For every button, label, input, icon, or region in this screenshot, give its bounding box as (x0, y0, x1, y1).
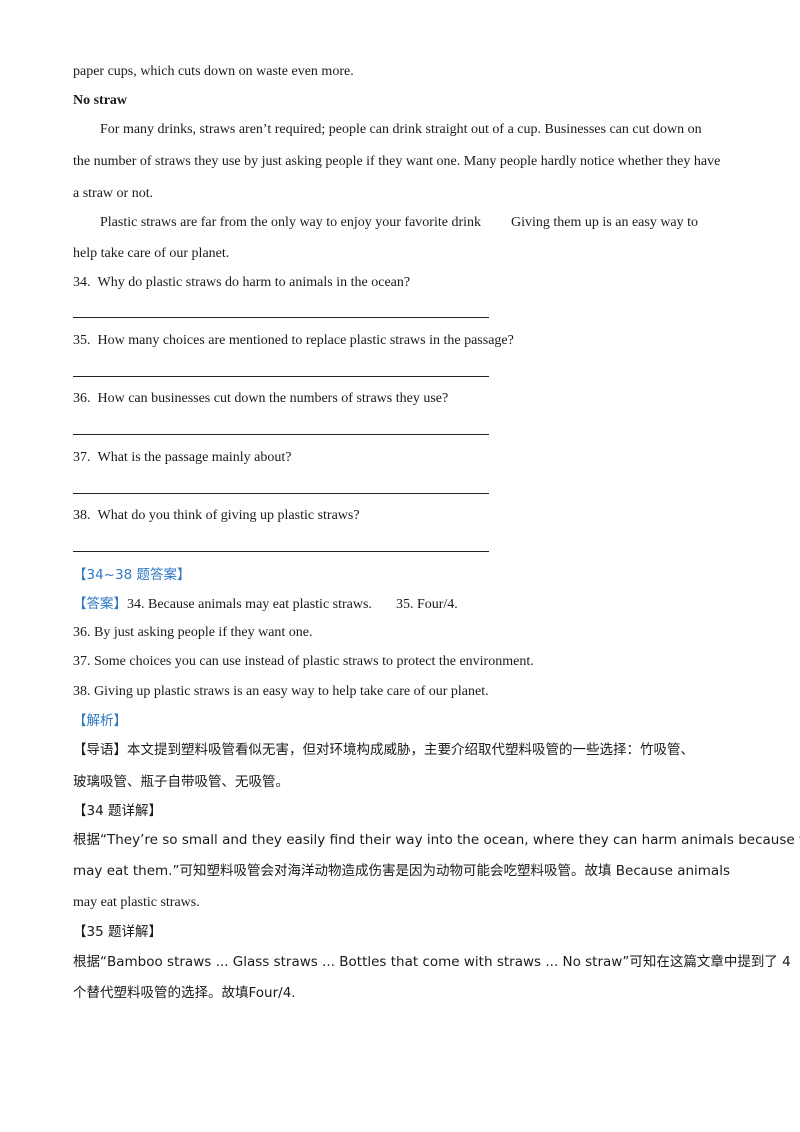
question-34: 34. Why do plastic straws do harm to ani… (73, 274, 733, 292)
answer-34: 34. Because animals may eat plastic stra… (127, 597, 372, 612)
passage-line: paper cups, which cuts down on waste eve… (73, 64, 354, 79)
question-text: How many choices are mentioned to replac… (97, 333, 514, 348)
detail-34-title: 【34 题详解】 (73, 803, 162, 819)
guide-line: 玻璃吸管、瓶子自带吸管、无吸管。 (73, 774, 289, 790)
answer-line-35[interactable] (73, 376, 489, 377)
answer-36: 36. By just asking people if they want o… (73, 625, 313, 640)
passage-line: the number of straws they use by just as… (73, 154, 721, 169)
answer-line-38[interactable] (73, 551, 489, 552)
answers-section-title: 【34~38 题答案】 (73, 567, 191, 583)
question-35: 35. How many choices are mentioned to re… (73, 332, 733, 350)
section-heading-no-straw: No straw (73, 93, 128, 108)
question-number: 35. (73, 333, 91, 348)
question-number: 37. (73, 450, 91, 465)
detail-34-line: 根据“They’re so small and they easily find… (73, 832, 800, 848)
analysis-label: 【解析】 (73, 713, 127, 729)
passage-line: a straw or not. (73, 186, 154, 201)
detail-35-line: 根据“Bamboo straws ... Glass straws ... Bo… (73, 954, 791, 970)
detail-35-line: 个替代塑料吸管的选择。故填Four/4. (73, 985, 296, 1001)
answer-label: 【答案】 (73, 596, 127, 612)
question-text: Why do plastic straws do harm to animals… (97, 275, 411, 290)
answer-35: 35. Four/4. (395, 597, 458, 612)
detail-34-line: may eat plastic straws. (73, 895, 200, 910)
question-36: 36. How can businesses cut down the numb… (73, 390, 733, 408)
guide-line: 【导语】本文提到塑料吸管看似无害，但对环境构成威胁，主要介绍取代塑料吸管的一些选… (73, 742, 694, 758)
passage-line: For many drinks, straws aren’t required;… (100, 122, 702, 137)
question-text: How can businesses cut down the numbers … (97, 391, 449, 406)
answer-line: 【答案】34. Because animals may eat plastic … (73, 595, 733, 614)
detail-34-line: may eat them.”可知塑料吸管会对海洋动物造成伤害是因为动物可能会吃塑… (73, 863, 730, 879)
question-number: 36. (73, 391, 91, 406)
passage-text: Plastic straws are far from the only way… (100, 215, 482, 230)
passage-line: help take care of our planet. (73, 246, 230, 261)
answer-line-36[interactable] (73, 434, 489, 435)
answer-line-34[interactable] (73, 317, 489, 318)
question-38: 38. What do you think of giving up plast… (73, 507, 733, 525)
question-text: What do you think of giving up plastic s… (97, 508, 360, 523)
question-number: 38. (73, 508, 91, 523)
question-text: What is the passage mainly about? (97, 450, 292, 465)
detail-35-title: 【35 题详解】 (73, 924, 162, 940)
answer-line-37[interactable] (73, 493, 489, 494)
passage-line: Plastic straws are far from the only way… (100, 214, 760, 232)
answer-38: 38. Giving up plastic straws is an easy … (73, 684, 489, 699)
question-number: 34. (73, 275, 91, 290)
answer-37: 37. Some choices you can use instead of … (73, 654, 534, 669)
passage-text: Giving them up is an easy way to (511, 215, 699, 230)
question-37: 37. What is the passage mainly about? (73, 449, 733, 467)
